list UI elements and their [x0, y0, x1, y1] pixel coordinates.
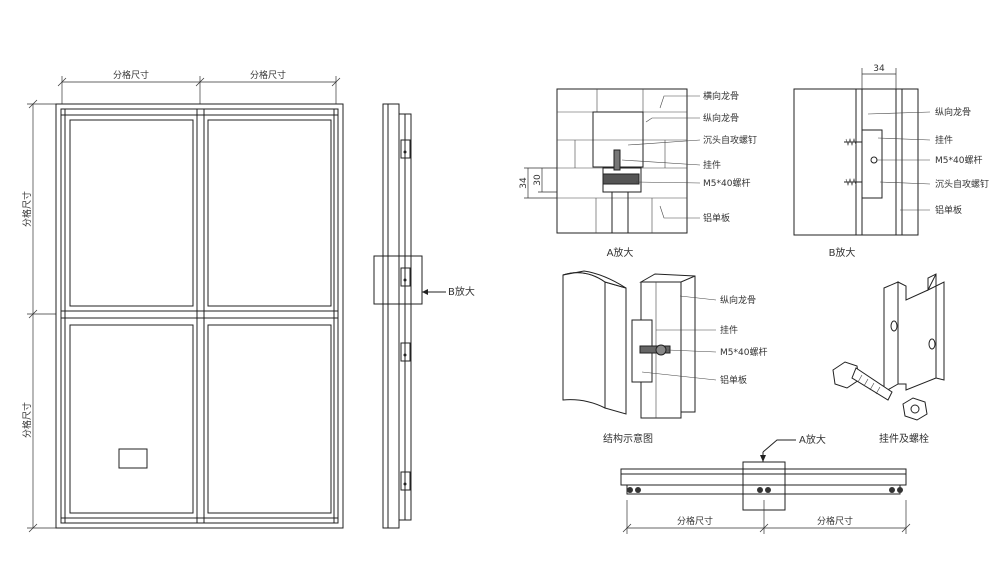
callout-a-label: A放大	[799, 433, 826, 446]
detail-a-dim-inner: 30	[533, 174, 543, 186]
structure-label-4: 铝单板	[720, 374, 747, 386]
structure-sketch: 纵向龙骨 挂件 M5*40螺杆 铝单板 结构示意图	[562, 270, 767, 445]
detail-b-label-4: 沉头自攻螺钉	[935, 178, 989, 190]
detail-a-label-2: 纵向龙骨	[703, 112, 739, 124]
parts-caption: 挂件及螺栓	[879, 432, 929, 445]
detail-a-dim-outer: 34	[519, 177, 529, 189]
detail-a-label-3: 沉头自攻螺钉	[703, 134, 757, 146]
dim-top-right-label: 分格尺寸	[250, 69, 286, 81]
parts-sketch: 挂件及螺栓	[832, 273, 945, 445]
detail-b-label-2: 挂件	[935, 134, 953, 146]
structure-caption: 结构示意图	[603, 432, 653, 445]
detail-b-label-5: 铝单板	[935, 204, 962, 216]
detail-b-label-1: 纵向龙骨	[935, 106, 971, 118]
detail-b-caption: B放大	[829, 246, 856, 259]
access-panel	[118, 448, 148, 469]
detail-a-label-6: 铝单板	[703, 212, 730, 224]
detail-b-dim-top: 34	[873, 64, 885, 74]
structure-label-2: 挂件	[720, 324, 738, 336]
detail-a-label-5: M5*40螺杆	[703, 177, 750, 189]
plan-dim-right: 分格尺寸	[817, 515, 853, 527]
detail-b: 34 纵向龙骨 挂件 M5*40螺杆 沉头自攻螺钉 铝单板 B放大	[793, 64, 989, 259]
detail-b-label-3: M5*40螺杆	[935, 154, 982, 166]
dim-left-upper-label: 分格尺寸	[21, 191, 33, 227]
side-section: B放大	[373, 103, 475, 529]
callout-b-label: B放大	[448, 285, 475, 298]
structure-label-3: M5*40螺杆	[720, 346, 767, 358]
dim-left-lower-label: 分格尺寸	[21, 402, 33, 438]
detail-a: 34 30 横向龙骨 纵向龙骨 沉头自攻螺钉 挂件 M5*40螺杆 铝单板 A放…	[519, 88, 757, 259]
structure-label-1: 纵向龙骨	[720, 294, 756, 306]
side-clip	[400, 139, 411, 491]
dim-top-left-label: 分格尺寸	[113, 69, 149, 81]
detail-a-caption: A放大	[607, 246, 634, 259]
front-elevation: 分格尺寸 分格尺寸 分格尺寸 分格尺寸	[21, 69, 344, 533]
callout-b-box	[373, 255, 423, 305]
plan-view: A放大 分格尺寸 分格尺寸	[620, 433, 911, 534]
detail-a-label-4: 挂件	[703, 159, 721, 171]
detail-a-label-1: 横向龙骨	[703, 90, 739, 102]
plan-dim-left: 分格尺寸	[677, 515, 713, 527]
